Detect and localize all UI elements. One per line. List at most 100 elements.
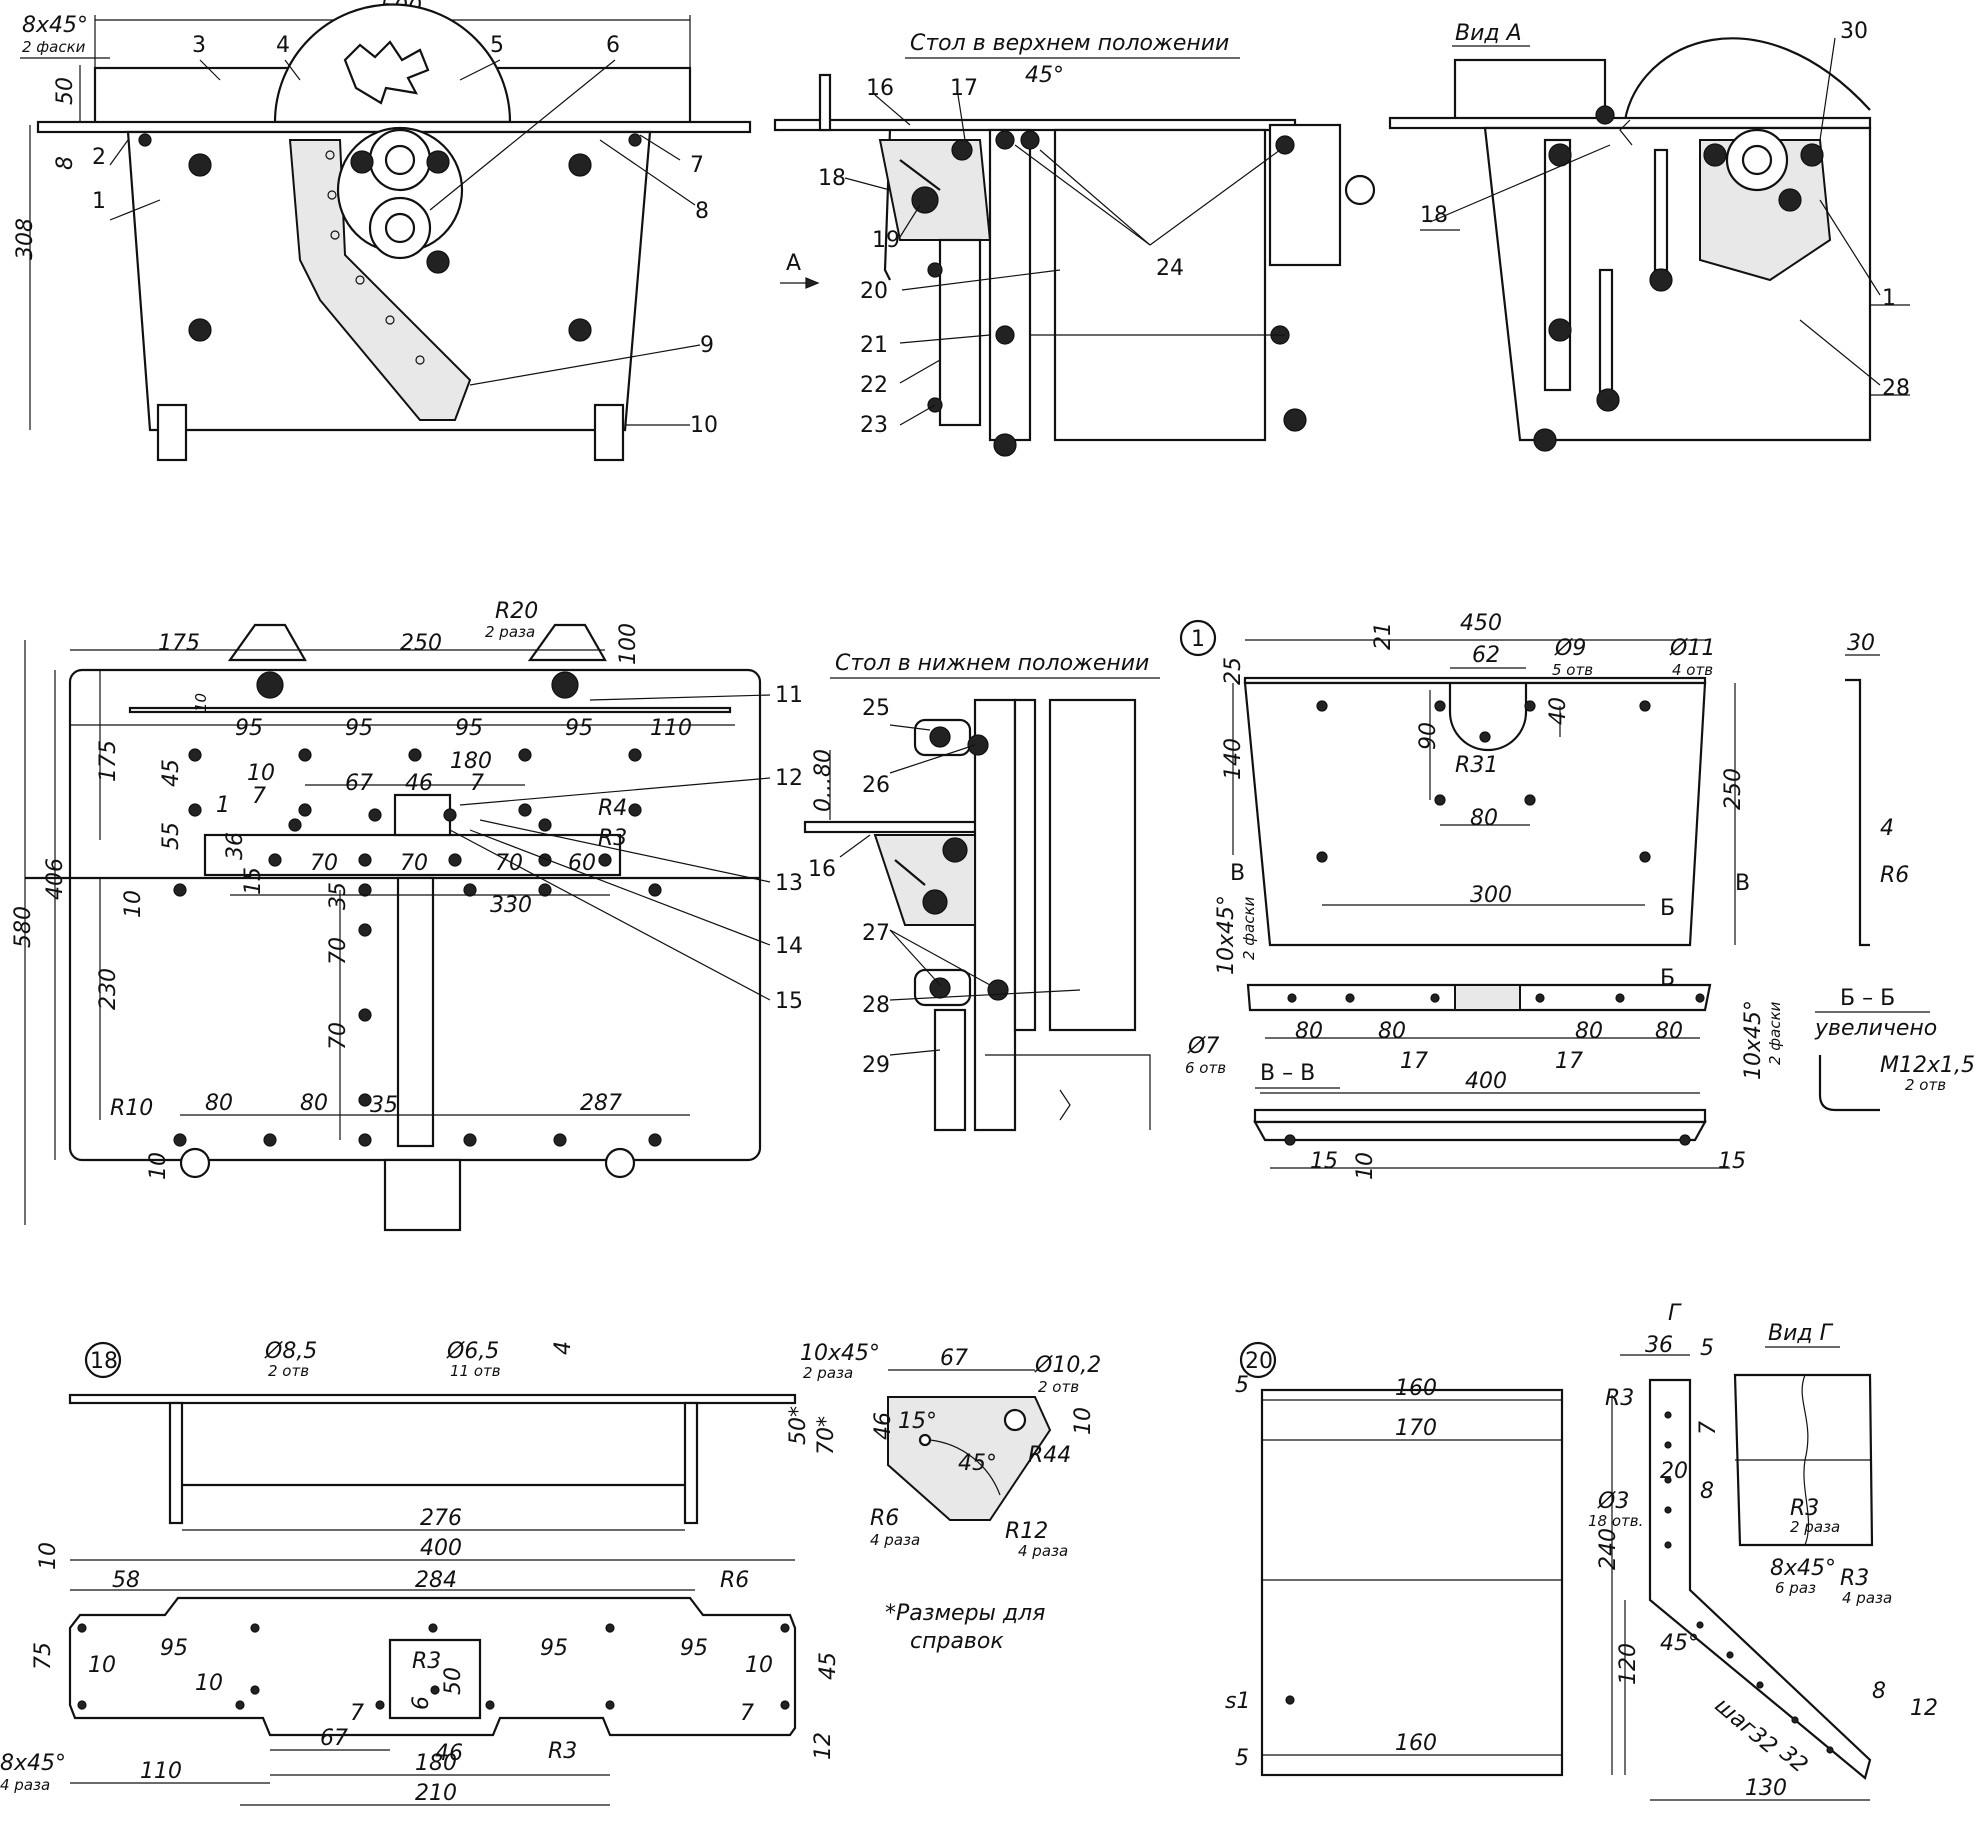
dim-d102: Ø10,2 — [1034, 1353, 1101, 1378]
callout-10: 10 — [690, 413, 718, 438]
dim-p18-180: 180 — [415, 1751, 457, 1776]
caption-view-g: Вид Г — [1768, 1321, 1834, 1346]
dim-p20-s1: s1 — [1225, 1689, 1250, 1714]
callout-9: 9 — [700, 333, 714, 358]
dim-p20-r3c-note: 4 раза — [1842, 1589, 1892, 1607]
dim-p18-10: 10 — [1071, 1407, 1096, 1435]
dim-p18-r3b: R3 — [548, 1739, 577, 1764]
callout-12: 12 — [775, 766, 803, 791]
dim-287: 287 — [580, 1091, 622, 1116]
callout-30: 30 — [1840, 19, 1868, 44]
callout-25: 25 — [862, 696, 890, 721]
dim-p18-400: 400 — [420, 1536, 462, 1561]
callout-6: 6 — [606, 33, 620, 58]
dim-p18-10b: 10 — [88, 1653, 116, 1678]
note-reference-1: *Размеры для — [885, 1601, 1045, 1626]
dim-95-d: 95 — [565, 716, 593, 741]
callout-18: 18 — [818, 166, 846, 191]
dim-17-b: 17 — [1555, 1049, 1583, 1074]
dim-80-b: 80 — [300, 1091, 328, 1116]
dim-p18-6: 6 — [409, 1696, 434, 1710]
dim-175-top: 175 — [158, 631, 200, 656]
dim-p20-170: 170 — [1395, 1416, 1437, 1441]
caption-table-lower: Стол в нижнем положении — [835, 651, 1149, 676]
dim-p20-36: 36 — [1645, 1333, 1673, 1358]
callout-1-view-a: 1 — [1882, 286, 1896, 311]
dim-60: 60 — [568, 851, 596, 876]
dim-p18-ch8-note: 4 раза — [0, 1776, 50, 1794]
callout-7: 7 — [690, 153, 704, 178]
dim-15: 15 — [241, 867, 266, 895]
dim-p20-d3-note: 18 отв. — [1588, 1512, 1643, 1530]
dim-p18-4: 4 — [551, 1341, 576, 1355]
dim-100: 100 — [616, 623, 641, 665]
callout-28-view-a: 28 — [1882, 376, 1910, 401]
callout-26: 26 — [862, 773, 890, 798]
dim-50-star: 50* — [786, 1406, 811, 1445]
caption-table-upper: Стол в верхнем положении — [910, 31, 1229, 56]
dim-p20-8b: 8 — [1872, 1679, 1886, 1704]
dim-p18-45b: 45 — [816, 1652, 841, 1680]
dim-p18-110: 110 — [140, 1759, 182, 1784]
view-mark-g: Г — [1668, 1301, 1682, 1326]
dim-15-left: 15 — [1310, 1149, 1338, 1174]
section-mark-b-top: Б — [1660, 896, 1675, 921]
dim-17-a: 17 — [1400, 1049, 1428, 1074]
dim-r44: R44 — [1028, 1443, 1071, 1468]
dim-p1-chamfer-2-note: 2 фаски — [1766, 1001, 1784, 1065]
dim-70-a: 70 — [310, 851, 338, 876]
dim-15-deg: 15° — [898, 1409, 937, 1434]
callout-17: 17 — [950, 76, 978, 101]
callout-15: 15 — [775, 989, 803, 1014]
callout-11: 11 — [775, 683, 803, 708]
dim-46: 46 — [405, 771, 433, 796]
dim-d65-note: 11 отв — [450, 1362, 501, 1380]
dim-p18-r3a: R3 — [412, 1649, 441, 1674]
dim-m12-note: 2 отв — [1905, 1076, 1946, 1094]
dim-15-right: 15 — [1718, 1149, 1746, 1174]
dim-chamfer: 8x45° — [22, 13, 88, 38]
dim-21: 21 — [1371, 622, 1396, 650]
dim-d11-note: 4 отв — [1672, 661, 1713, 679]
dim-45-deg: 45° — [1025, 63, 1064, 88]
dim-p20-step: шаг32 — [1710, 1693, 1782, 1759]
dim-10-plan-a: 10 — [192, 693, 210, 712]
dim-35-a: 35 — [326, 882, 351, 910]
dim-406: 406 — [43, 858, 68, 900]
dim-80-bot-c: 80 — [1575, 1019, 1603, 1044]
callout-5: 5 — [490, 33, 504, 58]
callout-4: 4 — [276, 33, 290, 58]
dim-p18-chamfer: 10x45° — [800, 1341, 880, 1366]
dim-p18-r6: R6 — [870, 1506, 899, 1531]
dim-70-c: 70 — [495, 851, 523, 876]
dim-r12-note: 4 раза — [1018, 1542, 1068, 1560]
dim-d9: Ø9 — [1554, 636, 1586, 661]
dim-276: 276 — [420, 1506, 462, 1531]
dim-55: 55 — [159, 822, 184, 850]
dim-284: 284 — [415, 1568, 457, 1593]
view-a: Вид А 18 30 1 28 — [1388, 19, 1910, 452]
dim-d9-note: 5 отв — [1552, 661, 1593, 679]
dim-p20-160b: 160 — [1395, 1731, 1437, 1756]
part-marker-1: 1 — [1191, 627, 1205, 652]
dim-p18-46b: 46 — [435, 1741, 463, 1766]
dim-p20-8: 8 — [1700, 1479, 1714, 1504]
dim-p18-ch8: 8x45° — [0, 1751, 66, 1776]
note-reference-2: справок — [910, 1629, 1004, 1654]
part-marker-18: 18 — [90, 1349, 118, 1374]
dim-1: 1 — [216, 793, 230, 818]
dim-d85: Ø8,5 — [264, 1339, 317, 1364]
dim-p20-12: 12 — [1910, 1696, 1938, 1721]
dim-p18-95c: 95 — [680, 1636, 708, 1661]
dim-p18-chamfer-note: 2 раза — [803, 1364, 853, 1382]
side-view-lower: Стол в нижнем положении 0...80 25 26 16 … — [803, 651, 1160, 1132]
dim-r20: R20 — [495, 599, 538, 624]
dim-95-a: 95 — [235, 716, 263, 741]
dim-p1-chamfer-2: 10x45° — [1741, 1000, 1766, 1080]
dim-308: 308 — [13, 218, 38, 260]
callout-3: 3 — [192, 33, 206, 58]
callout-20: 20 — [860, 279, 888, 304]
dim-7-a: 7 — [252, 784, 266, 809]
dim-r31: R31 — [1455, 753, 1498, 778]
dim-70-star: 70* — [814, 1416, 839, 1455]
